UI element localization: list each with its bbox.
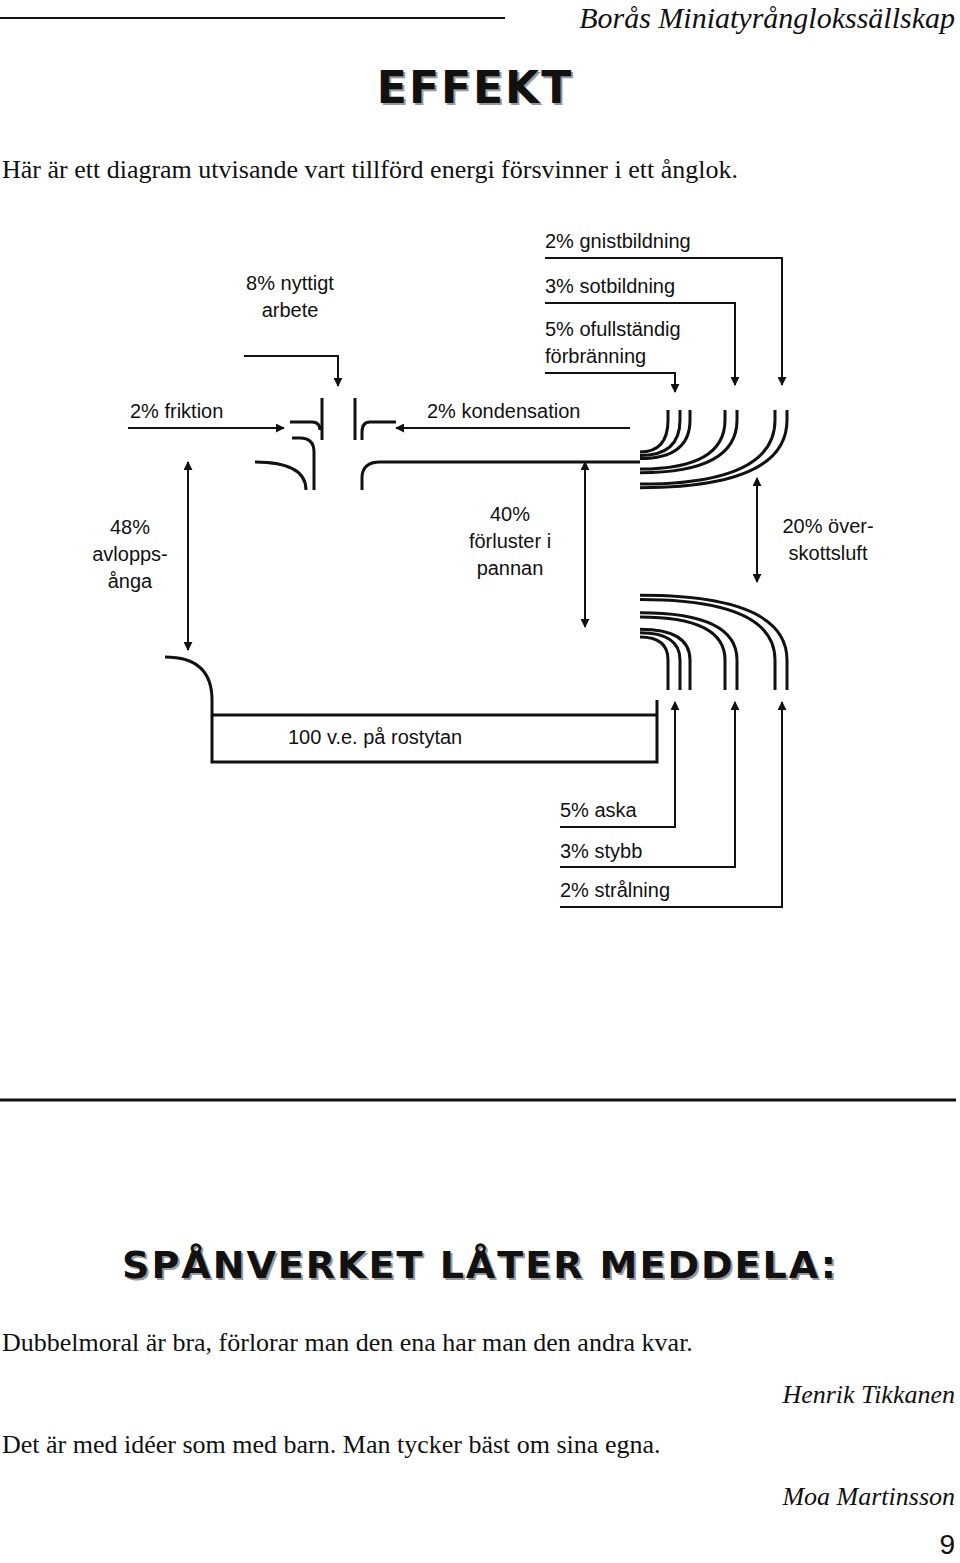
flow-label: 3% sotbildning	[545, 273, 725, 300]
leader-line	[128, 427, 284, 429]
flow-label: 2% kondensation	[427, 398, 627, 425]
dimension-arrow	[584, 462, 586, 627]
flow-label: 40% förluster i pannan	[465, 501, 555, 582]
dimension-arrow	[756, 478, 758, 582]
header-rule	[0, 17, 505, 19]
pipe-outline	[165, 398, 657, 762]
flow-label: 100 v.e. på rostytan	[288, 724, 548, 751]
quote-author: Henrik Tikkanen	[500, 1378, 955, 1412]
dimension-arrow	[187, 462, 189, 650]
section-heading: SPÅNVERKET LÅTER MEDDELA:	[0, 1237, 960, 1293]
flow-label: 3% stybb	[560, 838, 730, 865]
flow-label: 2% strålning	[560, 877, 775, 904]
leader-line	[545, 258, 782, 385]
quote-text: Dubbelmoral är bra, förlorar man den ena…	[2, 1326, 952, 1360]
leader-line	[396, 427, 630, 429]
flow-label: 48% avlopps- ånga	[85, 514, 175, 595]
quote-author: Moa Martinsson	[500, 1480, 955, 1514]
page-number: 9	[900, 1527, 955, 1563]
flow-label: 5% aska	[560, 797, 670, 824]
leader-line	[244, 356, 338, 386]
intro-text: Här är ett diagram utvisande vart tillfö…	[2, 153, 952, 187]
page-title: EFFEKT	[0, 60, 950, 116]
quote-text: Det är med idéer som med barn. Man tycke…	[2, 1428, 952, 1462]
exhaust-curves	[640, 410, 787, 690]
flow-label: 8% nyttigt arbete	[246, 270, 334, 324]
leader-line	[560, 702, 735, 867]
running-header: Borås Miniatyrånglokssällskap	[500, 0, 955, 36]
leader-line	[545, 373, 675, 392]
leader-line	[560, 702, 782, 907]
section-rule	[0, 1099, 956, 1102]
flow-label: 20% över- skottsluft	[773, 513, 883, 567]
flow-label: 5% ofullständig förbränning	[545, 316, 715, 370]
flow-label: 2% gnistbildning	[545, 228, 775, 255]
flow-label: 2% friktion	[130, 398, 270, 425]
